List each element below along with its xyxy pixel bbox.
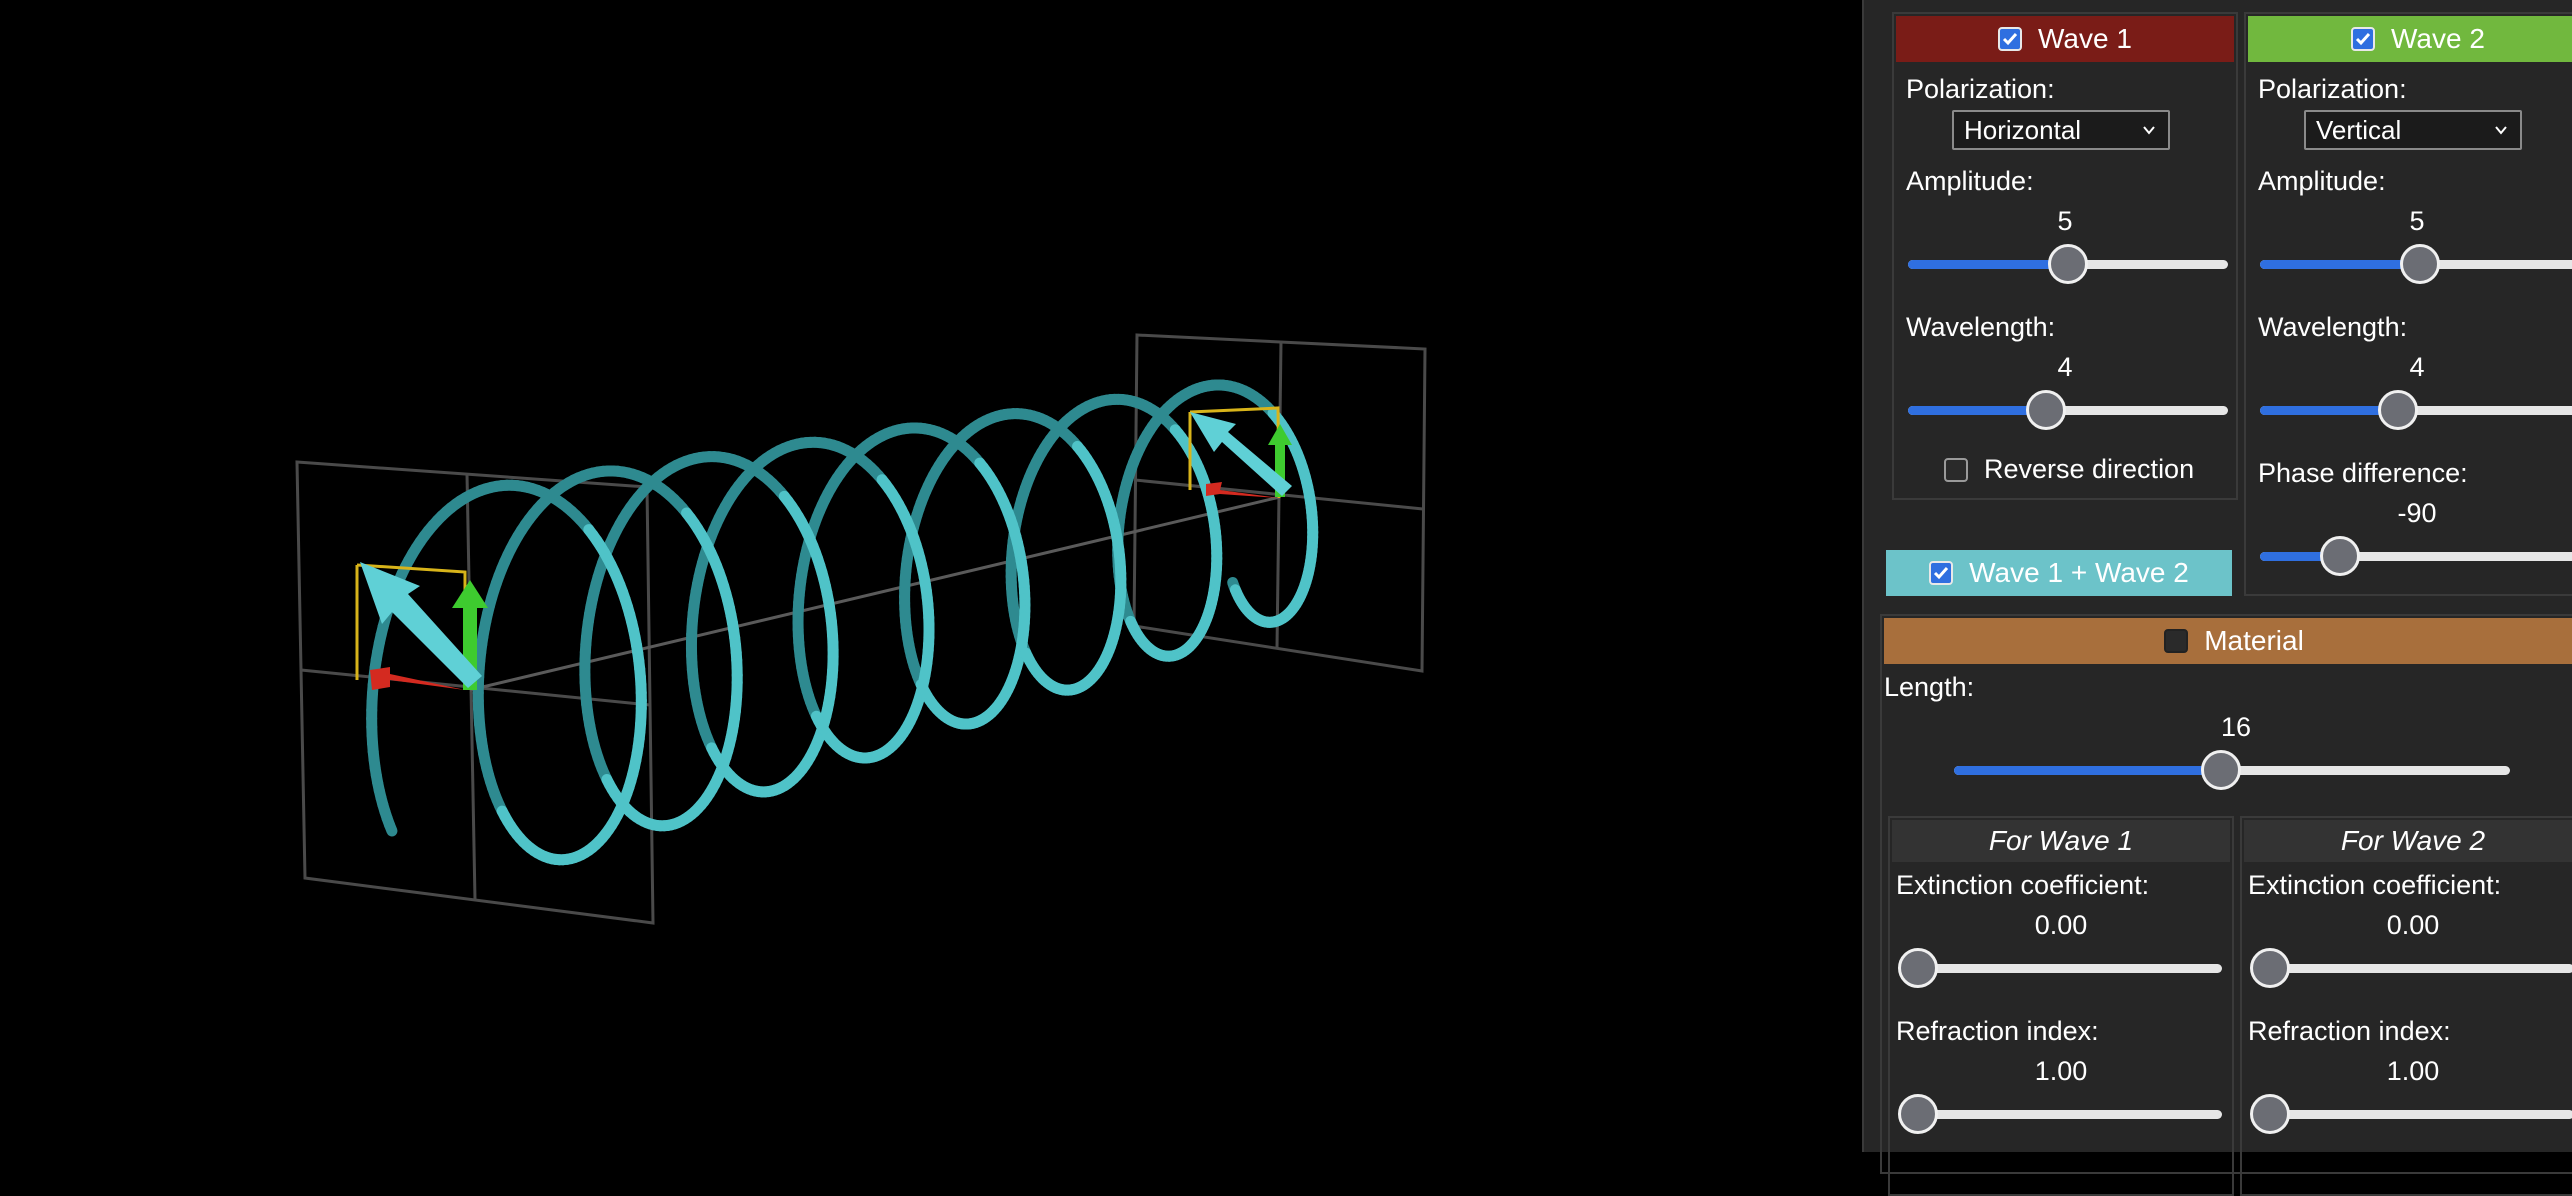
wave1-wavelength-label: Wavelength: <box>1906 312 2055 343</box>
sum-title: Wave 1 + Wave 2 <box>1969 557 2189 589</box>
slider-thumb[interactable] <box>1898 948 1938 988</box>
wave2-refraction-slider[interactable] <box>2270 1094 2572 1134</box>
wave2-phase-value: -90 <box>2317 498 2517 529</box>
wave2-extinction-label: Extinction coefficient: <box>2248 870 2501 901</box>
wave2-checkbox[interactable] <box>2351 27 2375 51</box>
wave1-header[interactable]: Wave 1 <box>1896 16 2234 62</box>
wave1-refraction-label: Refraction index: <box>1896 1016 2099 1047</box>
slider-thumb[interactable] <box>2048 244 2088 284</box>
wave2-title: Wave 2 <box>2391 23 2485 55</box>
helix-segment <box>921 685 923 689</box>
chevron-down-icon <box>2494 123 2508 137</box>
material-length-slider[interactable] <box>1954 750 2510 790</box>
material-wave2-panel: For Wave 2 Extinction coefficient: 0.00 … <box>2240 816 2572 1196</box>
wave2-wavelength-label: Wavelength: <box>2258 312 2407 343</box>
helix-segment <box>816 716 818 720</box>
sum-checkbox[interactable] <box>1929 561 1953 585</box>
sum-header[interactable]: Wave 1 + Wave 2 <box>1886 550 2232 596</box>
wave2-phase-slider[interactable] <box>2260 536 2572 576</box>
wave-3d-scene[interactable] <box>0 0 1862 1152</box>
material-panel: Material Length: 16 For Wave 1 Extinctio… <box>1880 614 2572 1174</box>
wave1-polarization-select[interactable]: Horizontal <box>1952 110 2170 150</box>
wave1-title: Wave 1 <box>2038 23 2132 55</box>
helix-segment <box>502 811 505 816</box>
material-title: Material <box>2204 625 2304 657</box>
wave2-refraction-label: Refraction index: <box>2248 1016 2451 1047</box>
wave1-amplitude-slider[interactable] <box>1908 244 2228 284</box>
scene-viewport[interactable] <box>0 0 1862 1152</box>
wave2-polarization-value: Vertical <box>2316 115 2401 146</box>
wave2-amplitude-slider[interactable] <box>2260 244 2572 284</box>
wave2-extinction-slider[interactable] <box>2270 948 2572 988</box>
checkmark-icon <box>2355 32 2371 46</box>
material-wave1-panel: For Wave 1 Extinction coefficient: 0.00 … <box>1888 816 2234 1196</box>
circular-polarization-helix <box>372 385 1313 860</box>
wave1-refraction-value: 1.00 <box>1961 1056 2161 1087</box>
helix-segment <box>1131 621 1133 625</box>
checkmark-icon <box>1933 566 1949 580</box>
wave2-refraction-value: 1.00 <box>2313 1056 2513 1087</box>
for-wave1-header: For Wave 1 <box>1892 820 2230 862</box>
wave1-wavelength-value: 4 <box>1965 352 2165 383</box>
wave1-wavelength-slider[interactable] <box>1908 390 2228 430</box>
chevron-down-icon <box>2142 123 2156 137</box>
wave2-amplitude-label: Amplitude: <box>2258 166 2386 197</box>
reverse-direction-label: Reverse direction <box>1984 454 2194 485</box>
wave1-extinction-slider[interactable] <box>1918 948 2222 988</box>
slider-thumb[interactable] <box>2250 1094 2290 1134</box>
wave2-amplitude-value: 5 <box>2317 206 2517 237</box>
wave1-polarization-value: Horizontal <box>1964 115 2081 146</box>
material-length-value: 16 <box>2136 712 2336 743</box>
material-checkbox[interactable] <box>2164 629 2188 653</box>
wave2-polarization-select[interactable]: Vertical <box>2304 110 2522 150</box>
helix-segment <box>712 748 714 753</box>
wave2-polarization-label: Polarization: <box>2258 74 2407 105</box>
wave1-extinction-label: Extinction coefficient: <box>1896 870 2149 901</box>
wave2-wavelength-value: 4 <box>2317 352 2517 383</box>
wave1-polarization-label: Polarization: <box>1906 74 2055 105</box>
checkmark-icon <box>2002 32 2018 46</box>
wave1-refraction-slider[interactable] <box>1918 1094 2222 1134</box>
wave2-header[interactable]: Wave 2 <box>2248 16 2572 62</box>
material-header[interactable]: Material <box>1884 618 2572 664</box>
material-length-label: Length: <box>1884 672 1974 703</box>
reverse-direction-checkbox[interactable] <box>1944 458 1968 482</box>
wave1-amplitude-value: 5 <box>1965 206 2165 237</box>
slider-thumb[interactable] <box>2026 390 2066 430</box>
control-panel: Wave 1 Polarization: Horizontal Amplitud… <box>1862 0 2572 1152</box>
helix-segment <box>1026 653 1028 657</box>
wave2-wavelength-slider[interactable] <box>2260 390 2572 430</box>
wave2-phase-label: Phase difference: <box>2258 458 2468 489</box>
for-wave2-header: For Wave 2 <box>2244 820 2572 862</box>
slider-thumb[interactable] <box>2400 244 2440 284</box>
wave1-extinction-value: 0.00 <box>1961 910 2161 941</box>
slider-thumb[interactable] <box>2320 536 2360 576</box>
slider-thumb[interactable] <box>1898 1094 1938 1134</box>
wave1-panel: Wave 1 Polarization: Horizontal Amplitud… <box>1892 12 2238 500</box>
slider-thumb[interactable] <box>2250 948 2290 988</box>
wave1-reverse-row[interactable]: Reverse direction <box>1944 454 2194 485</box>
slider-thumb[interactable] <box>2201 750 2241 790</box>
wave1-checkbox[interactable] <box>1998 27 2022 51</box>
slider-thumb[interactable] <box>2378 390 2418 430</box>
wave2-panel: Wave 2 Polarization: Vertical Amplitude:… <box>2244 12 2572 596</box>
wave2-extinction-value: 0.00 <box>2313 910 2513 941</box>
wave1-amplitude-label: Amplitude: <box>1906 166 2034 197</box>
helix-segment <box>1235 590 1236 593</box>
helix-segment <box>607 779 610 784</box>
